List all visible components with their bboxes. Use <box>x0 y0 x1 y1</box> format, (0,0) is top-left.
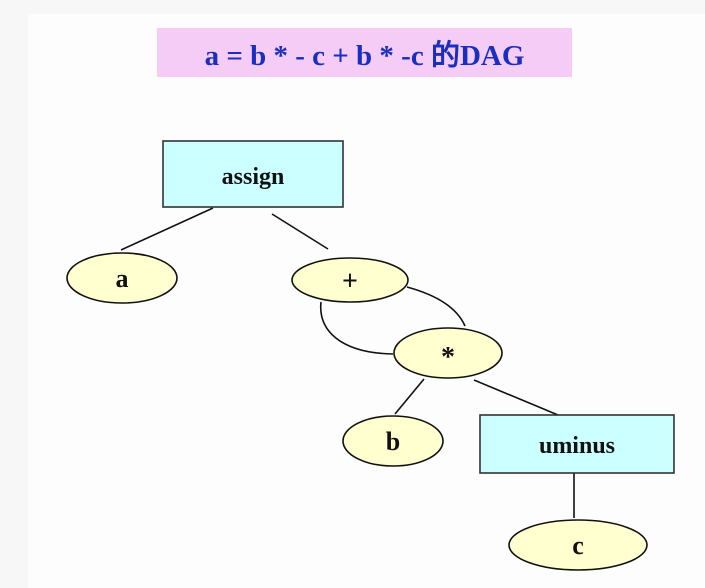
node-a: a <box>66 252 178 304</box>
node-uminus: uminus <box>479 414 675 474</box>
node-uminus-label: uminus <box>539 433 615 459</box>
node-plus-label: + <box>342 266 358 297</box>
node-b-label: b <box>386 427 400 456</box>
node-c: c <box>508 519 648 571</box>
node-assign-label: assign <box>222 164 285 190</box>
edge-plus-times-right <box>406 286 466 327</box>
node-times: * <box>393 327 503 379</box>
node-b: b <box>342 415 444 467</box>
node-assign: assign <box>162 140 344 208</box>
diagram-title: a = b * - c + b * -c 的DAG <box>157 28 572 77</box>
node-c-label: c <box>572 531 584 560</box>
edge-times-b <box>394 378 425 415</box>
edge-plus-times-left <box>320 301 394 355</box>
node-times-label: * <box>441 342 455 373</box>
node-plus: + <box>291 257 409 303</box>
node-a-label: a <box>116 264 129 293</box>
edge-assign-a <box>120 207 214 251</box>
edge-times-uminus <box>473 379 559 416</box>
edge-assign-plus <box>271 213 329 250</box>
